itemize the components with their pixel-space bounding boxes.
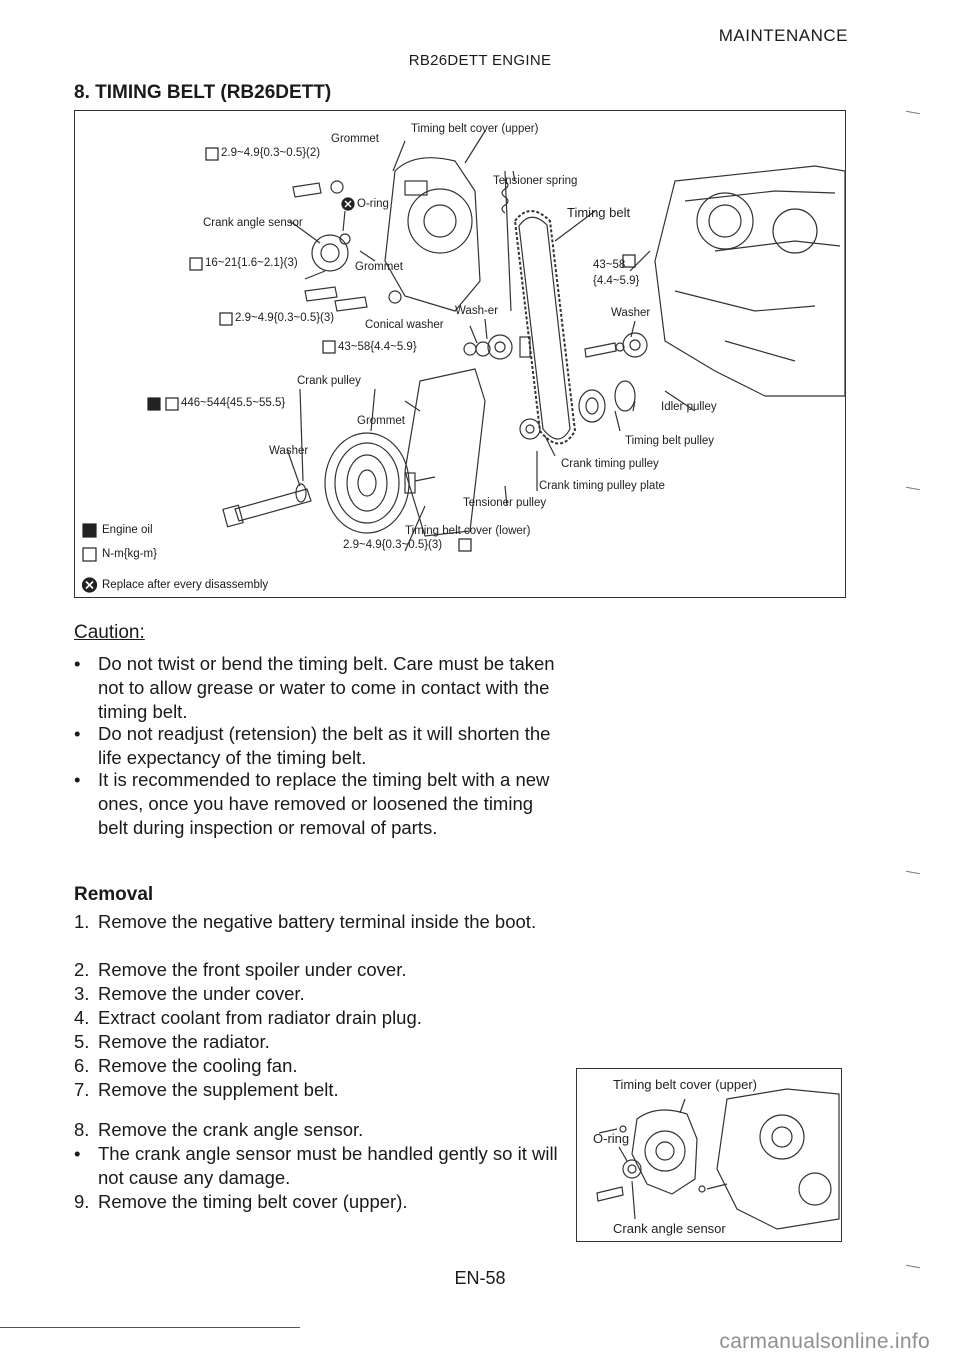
crank-angle-sensor-inset-diagram: Timing belt cover (upper) O-ring Crank a… xyxy=(576,1068,842,1242)
caution-item-text: It is recommended to replace the timing … xyxy=(98,769,550,838)
page-title: 8. TIMING BELT (RB26DETT) xyxy=(74,82,332,103)
step-number: 3. xyxy=(74,983,90,1004)
label-grommet-low: Grommet xyxy=(357,415,405,427)
step-number: 8. xyxy=(74,1119,90,1140)
engine-oil-icon xyxy=(83,523,96,536)
step-text: Remove the under cover. xyxy=(98,983,305,1004)
label-conical-washer: Conical washer xyxy=(365,319,444,331)
label-torque-3a: 43~58 xyxy=(593,259,626,271)
step-text: Remove the timing belt cover (upper). xyxy=(98,1191,408,1212)
label-o-ring: O-ring xyxy=(357,198,389,210)
removal-step: 3. Remove the under cover. xyxy=(74,982,564,1006)
note-bullet: • xyxy=(74,1143,81,1164)
caution-heading: Caution: xyxy=(74,622,145,643)
inset-label-cover-upper: Timing belt cover (upper) xyxy=(613,1077,758,1092)
step-text: Extract coolant from radiator drain plug… xyxy=(98,1007,422,1028)
step-text: The crank angle sensor must be handled g… xyxy=(98,1143,558,1188)
label-crank-timing-pulley-plate: Crank timing pulley plate xyxy=(539,480,665,492)
label-tensioner-pulley: Tensioner pulley xyxy=(463,497,547,509)
step-number: 9. xyxy=(74,1191,90,1212)
caution-item-text: Do not twist or bend the timing belt. Ca… xyxy=(98,653,555,722)
removal-note: • The crank angle sensor must be handled … xyxy=(74,1142,564,1190)
removal-step: 7. Remove the supplement belt. xyxy=(74,1078,564,1102)
watermark: carmanualsonline.info xyxy=(719,1330,930,1353)
header-engine-name: RB26DETT ENGINE xyxy=(408,52,552,69)
label-washer-right: Washer xyxy=(611,307,651,319)
removal-step: 1. Remove the negative battery terminal i… xyxy=(74,910,564,934)
legend-replace-text: Replace after every disassembly xyxy=(102,578,269,591)
page-number: EN-58 xyxy=(454,1268,506,1288)
step-text: Remove the cooling fan. xyxy=(98,1055,298,1076)
caution-item: •Do not readjust (retension) the belt as… xyxy=(74,722,564,770)
label-torque-1: 2.9~4.9{0.3~0.5}(2) xyxy=(221,147,321,159)
removal-step: 6. Remove the cooling fan. xyxy=(74,1054,564,1078)
step-text: Remove the supplement belt. xyxy=(98,1079,339,1100)
step-number: 2. xyxy=(74,959,90,980)
label-crank-angle-sensor: Crank angle sensor xyxy=(203,217,303,229)
inset-drawing xyxy=(596,1088,840,1230)
label-tensioner-spring: Tensioner spring xyxy=(493,175,578,187)
torque-wrench-icon xyxy=(83,547,96,560)
label-washer-1: Wash-er xyxy=(455,305,499,317)
step-text: Remove the radiator. xyxy=(98,1031,270,1052)
caution-item: •Do not twist or bend the timing belt. C… xyxy=(74,652,564,724)
diagram-drawing xyxy=(81,130,846,593)
label-timing-belt: Timing belt xyxy=(567,205,631,220)
caution-item: •It is recommended to replace the timing… xyxy=(74,768,564,840)
header-section-title: MAINTENANCE xyxy=(718,26,848,45)
margin-tick xyxy=(906,486,920,491)
step-number: 4. xyxy=(74,1007,90,1028)
label-torque-4: 2.9~4.9{0.3~0.5}(3) xyxy=(235,312,335,324)
inset-label-crank-angle-sensor: Crank angle sensor xyxy=(613,1221,726,1236)
label-crank-pulley: Crank pulley xyxy=(297,375,361,387)
removal-step: 5. Remove the radiator. xyxy=(74,1030,564,1054)
step-text: Remove the crank angle sensor. xyxy=(98,1119,364,1140)
legend-engine-oil: Engine oil xyxy=(83,523,153,536)
legend-engine-oil-text: Engine oil xyxy=(102,523,153,536)
step-number: 7. xyxy=(74,1079,90,1100)
removal-step: 8. Remove the crank angle sensor. xyxy=(74,1118,564,1142)
label-washer-2: Washer xyxy=(269,445,309,457)
label-grommet-mid: Grommet xyxy=(355,261,403,273)
inset-label-o-ring: O-ring xyxy=(593,1131,630,1146)
label-timing-belt-cover-lower: Timing belt cover (lower) xyxy=(405,525,531,537)
label-torque-2: 16~21{1.6~2.1}(3) xyxy=(205,257,298,269)
label-torque-3b: {4.4~5.9} xyxy=(593,275,640,287)
step-number: 6. xyxy=(74,1055,90,1076)
margin-tick xyxy=(906,870,920,875)
legend-torque-text: N-m{kg-m} xyxy=(102,547,157,560)
label-crank-timing-pulley: Crank timing pulley xyxy=(561,458,659,470)
legend-torque: N-m{kg-m} xyxy=(83,547,157,560)
label-timing-belt-cover-upper: Timing belt cover (upper) xyxy=(411,123,539,135)
replace-x-icon xyxy=(83,578,96,591)
margin-tick xyxy=(906,110,920,115)
legend-replace: Replace after every disassembly xyxy=(83,578,268,591)
removal-step: 4. Extract coolant from radiator drain pl… xyxy=(74,1006,564,1030)
label-idler-pulley: Idler pulley xyxy=(661,401,717,413)
timing-belt-exploded-diagram: Grommet Timing belt cover (upper) 2.9~4.… xyxy=(74,110,846,598)
removal-step: 9. Remove the timing belt cover (upper). xyxy=(74,1190,564,1214)
step-number: 1. xyxy=(74,911,90,932)
label-grommet-top: Grommet xyxy=(331,133,379,145)
label-torque-5: 43~58{4.4~5.9} xyxy=(338,341,417,353)
removal-heading: Removal xyxy=(74,884,154,905)
label-timing-belt-pulley: Timing belt pulley xyxy=(625,435,715,447)
step-number: 5. xyxy=(74,1031,90,1052)
step-text: Remove the negative battery terminal ins… xyxy=(98,911,537,932)
footer-rule xyxy=(0,1327,300,1328)
step-text: Remove the front spoiler under cover. xyxy=(98,959,407,980)
label-torque-6: 446~544{45.5~55.5} xyxy=(181,397,286,409)
label-torque-7: 2.9~4.9{0.3~0.5}(3) xyxy=(343,539,443,551)
removal-step: 2. Remove the front spoiler under cover. xyxy=(74,958,564,982)
caution-item-text: Do not readjust (retension) the belt as … xyxy=(98,723,551,768)
